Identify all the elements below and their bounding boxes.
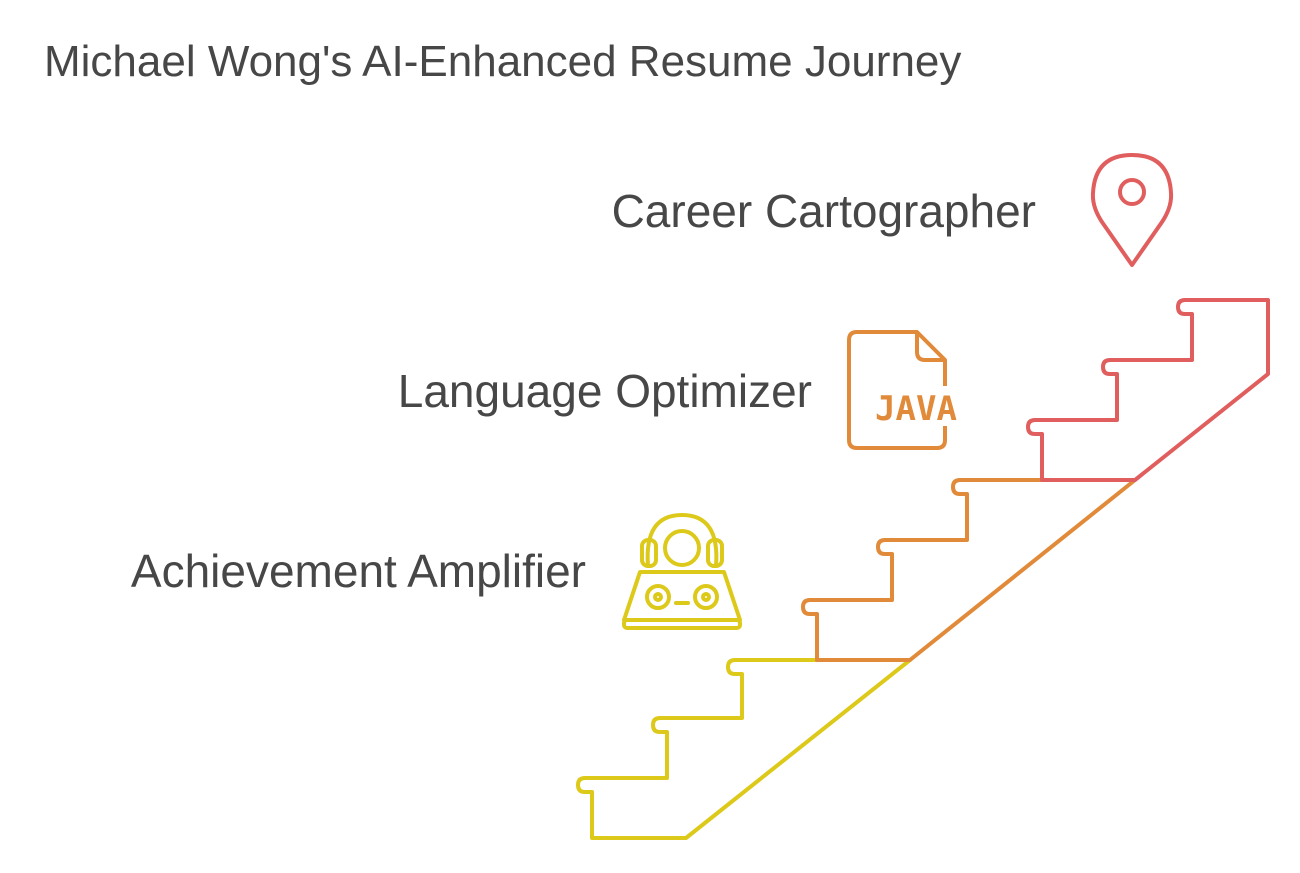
step-label-career-cartographer: Career Cartographer (611, 185, 1036, 237)
java-icon-text: JAVA (875, 389, 957, 429)
map-pin-icon (1090, 153, 1174, 267)
diagram-title: Michael Wong's AI-Enhanced Resume Journe… (44, 37, 962, 86)
step-label-achievement-amplifier: Achievement Amplifier (130, 545, 586, 597)
staircase-segment-achievement (576, 658, 912, 840)
staircase-segment-language (801, 478, 1137, 662)
dj-headphones-turntable-icon (622, 513, 742, 630)
staircase-segment-career (1026, 298, 1270, 482)
step-label-language-optimizer: Language Optimizer (397, 365, 812, 417)
java-file-icon: JAVA (847, 330, 974, 450)
